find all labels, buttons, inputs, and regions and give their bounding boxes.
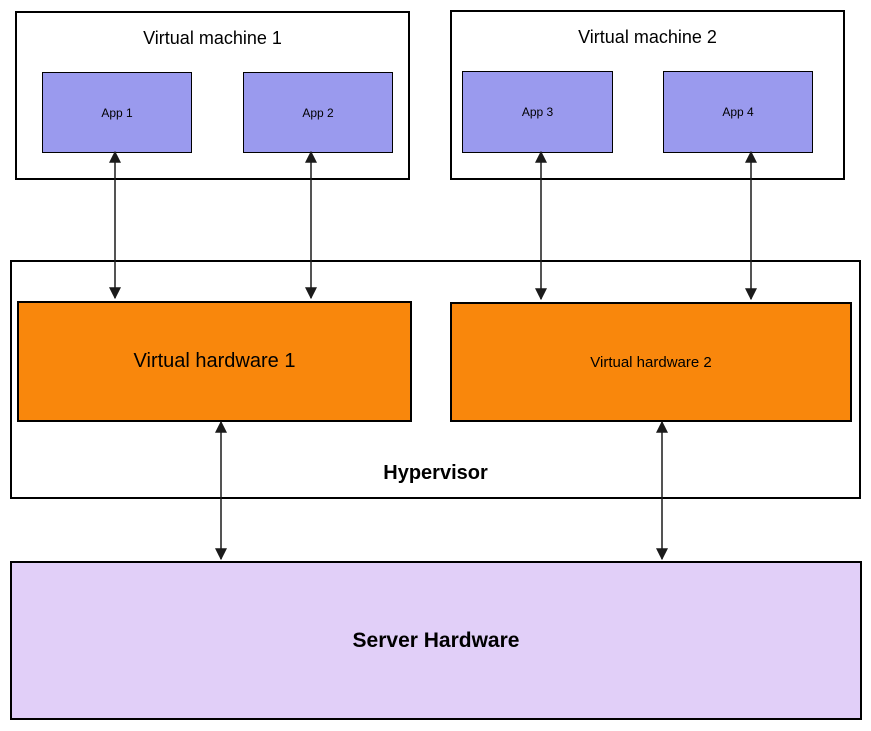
vm1-box: Virtual machine 1 App 1 App 2 [15, 11, 410, 180]
hypervisor-label: Hypervisor [383, 462, 488, 484]
virtual-hardware-2-label: Virtual hardware 2 [590, 353, 712, 371]
app4-label: App 4 [722, 105, 754, 119]
vm2-title: Virtual machine 2 [578, 27, 717, 47]
vm2-box: Virtual machine 2 App 3 App 4 [450, 10, 845, 180]
vm1-title: Virtual machine 1 [143, 28, 282, 48]
server-hardware-label: Server Hardware [352, 628, 520, 652]
app1-box: App 1 [42, 72, 192, 153]
server-hardware-box: Server Hardware [10, 561, 862, 720]
hypervisor-box: Virtual hardware 1 Virtual hardware 2 Hy… [10, 260, 861, 499]
virtual-hardware-1-label: Virtual hardware 1 [133, 350, 296, 372]
app3-box: App 3 [462, 71, 613, 153]
app3-label: App 3 [521, 105, 554, 119]
app4-box: App 4 [663, 71, 813, 153]
app2-label: App 2 [302, 105, 334, 120]
virtual-hardware-2-box: Virtual hardware 2 [450, 302, 852, 422]
app2-box: App 2 [243, 72, 393, 153]
app1-label: App 1 [101, 105, 133, 120]
virtual-hardware-1-box: Virtual hardware 1 [17, 301, 412, 422]
